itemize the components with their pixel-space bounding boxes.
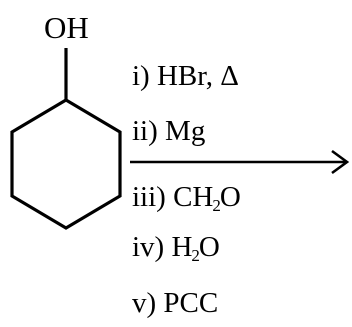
reagent-step-4: iv) H2O (132, 231, 220, 265)
step-numeral: i) (132, 60, 150, 92)
formula-subscript: 2 (212, 196, 221, 215)
formula-part: CH (173, 181, 214, 213)
step-numeral: ii) (132, 115, 158, 147)
reagent-text: HBr, Δ (156, 60, 239, 92)
reagent-text: PCC (163, 287, 219, 319)
step-numeral: iv) (132, 231, 165, 263)
reagent-step-2: ii) Mg (132, 117, 205, 146)
reagent-step-3: iii) CH2O (132, 181, 241, 215)
reagent-text: H2O (171, 231, 220, 265)
formula-subscript: 2 (191, 246, 200, 265)
reaction-arrow-head (331, 149, 350, 175)
reagent-text: CH2O (173, 181, 241, 215)
reagent-text: Mg (165, 115, 206, 147)
formula-part: O (219, 181, 241, 213)
formula-part: H (171, 231, 193, 263)
step-numeral: iii) (132, 181, 166, 213)
formula-part: O (198, 231, 220, 263)
hydroxyl-label: OH (44, 10, 89, 45)
reagent-step-5: v) PCC (132, 289, 218, 318)
reagent-step-1: i) HBr, Δ (132, 62, 239, 91)
step-numeral: v) (132, 287, 157, 319)
cyclohexane-ring (10, 98, 122, 230)
